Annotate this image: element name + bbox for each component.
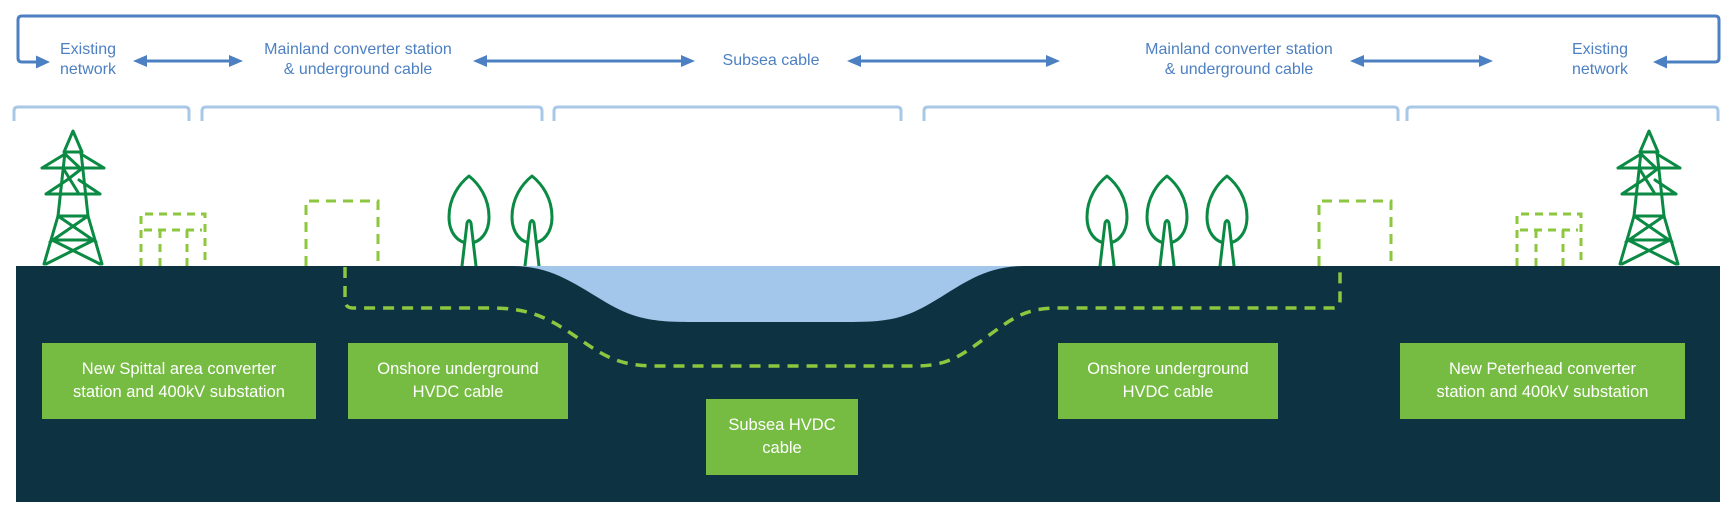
arrowhead-right-icon	[36, 55, 50, 69]
callout-peterhead-converter-station: New Peterhead converter station and 400k…	[1400, 343, 1685, 419]
segment-arrows	[133, 55, 1493, 67]
section-bracket	[552, 105, 903, 121]
top-frame-arrow	[16, 14, 1721, 69]
transmission-pylon-icon	[1616, 129, 1682, 266]
converter-building-dashed-icon	[1317, 199, 1393, 266]
converter-building-dashed-icon	[304, 199, 380, 266]
hvdc-cable-dashed-route	[343, 267, 1342, 368]
tree-icon	[447, 174, 491, 266]
section-bracket	[1405, 105, 1720, 121]
double-arrow-icon	[847, 55, 1060, 67]
double-arrow-icon	[1350, 55, 1493, 67]
transmission-pylon-icon	[40, 129, 106, 266]
callout-onshore-cable-right: Onshore underground HVDC cable	[1058, 343, 1278, 419]
substation-dashed-icon	[1515, 212, 1583, 266]
tree-icon	[1085, 174, 1129, 266]
double-arrow-icon	[473, 55, 695, 67]
callout-onshore-cable-left: Onshore underground HVDC cable	[348, 343, 568, 419]
tree-icon	[510, 174, 554, 266]
segment-label-mainland-converter-left: Mainland converter station & underground…	[264, 41, 452, 78]
callout-subsea-cable: Subsea HVDC cable	[706, 399, 858, 475]
section-bracket	[12, 105, 191, 121]
ground-mass	[16, 266, 1720, 502]
arrowhead-left-icon	[1653, 55, 1667, 69]
section-bracket	[922, 105, 1400, 121]
section-brackets	[12, 105, 1720, 121]
segment-label-subsea-cable: Subsea cable	[722, 52, 820, 69]
double-arrow-icon	[133, 55, 243, 67]
tree-icon	[1145, 174, 1189, 266]
segment-label-existing-network-left: Existing network	[59, 41, 117, 78]
surface-icons	[40, 129, 1682, 266]
section-bracket	[200, 105, 544, 121]
tree-icon	[1205, 174, 1249, 266]
substation-dashed-icon	[139, 212, 207, 266]
segment-label-existing-network-right: Existing network	[1571, 41, 1629, 78]
callout-spittal-converter-station: New Spittal area converter station and 4…	[42, 343, 316, 419]
segment-label-mainland-converter-right: Mainland converter station & underground…	[1145, 41, 1333, 78]
